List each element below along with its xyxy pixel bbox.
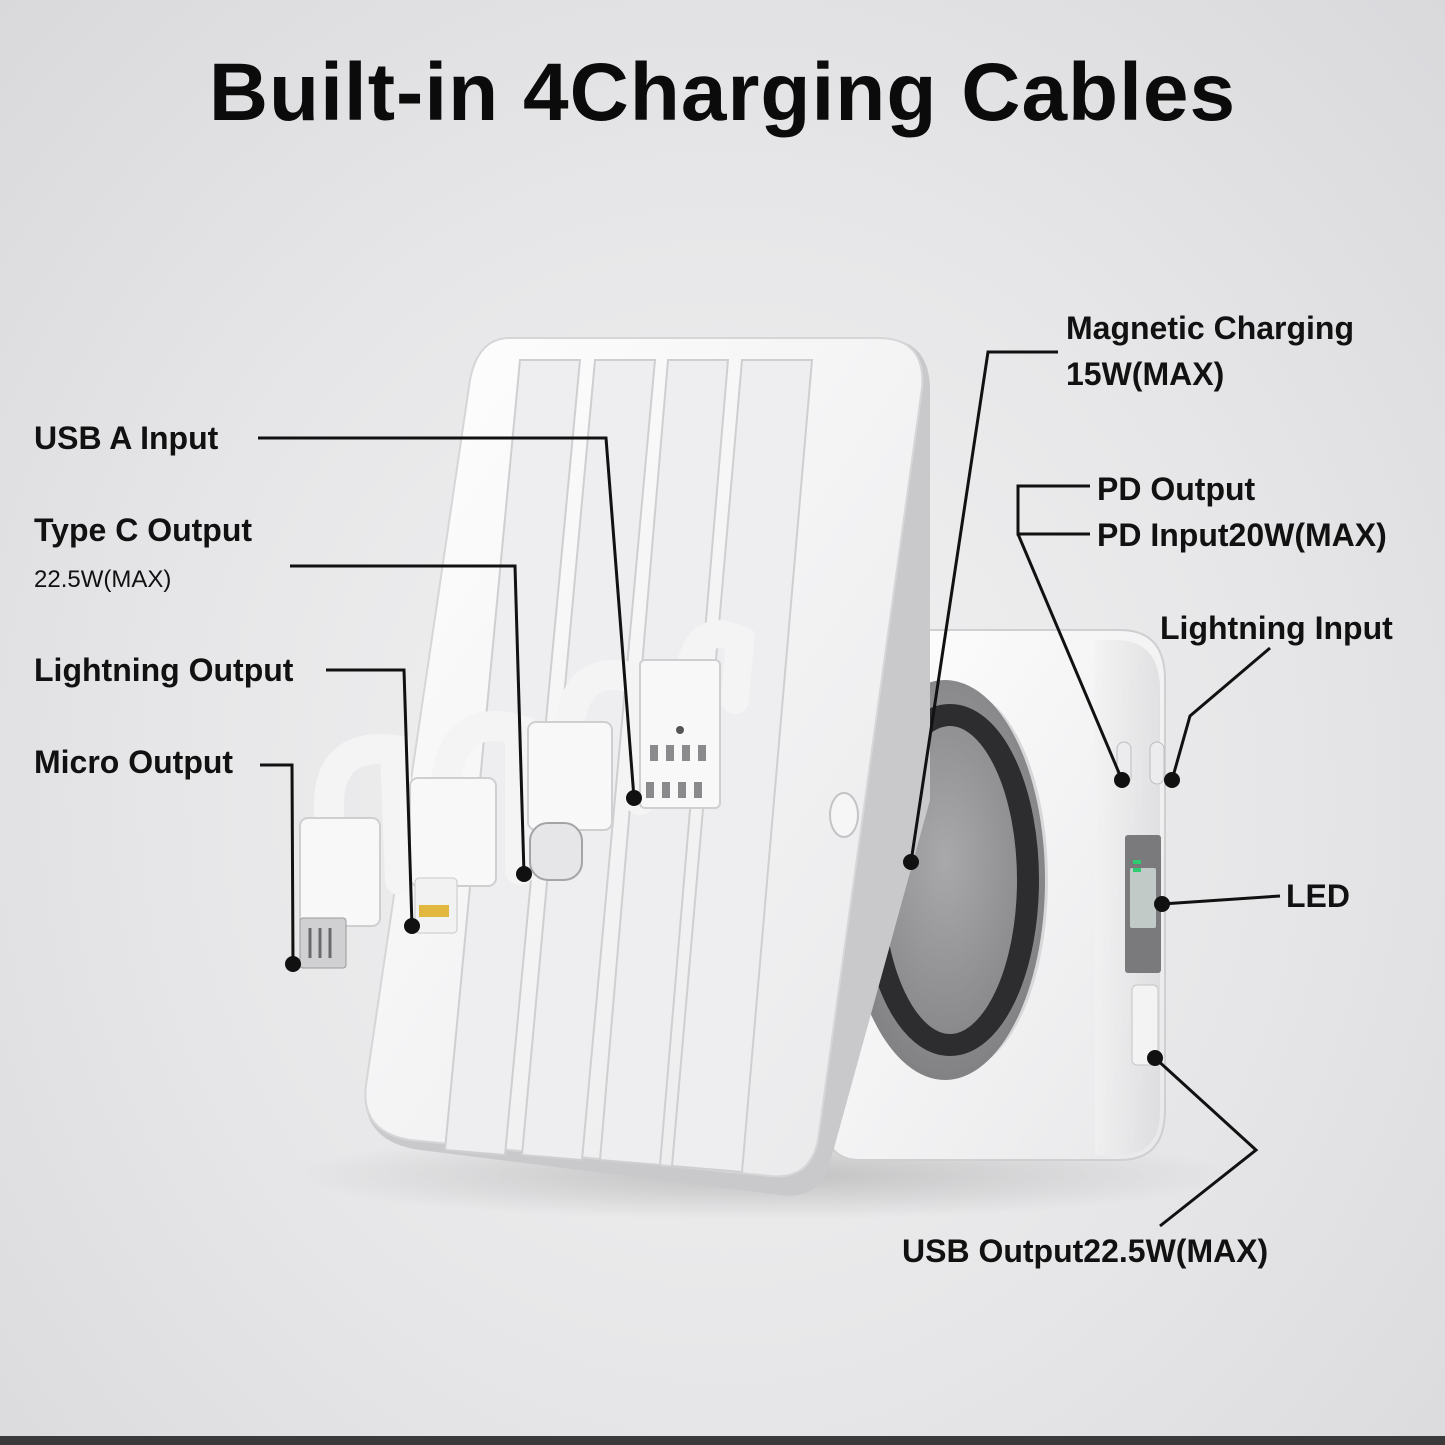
led-label: LED: [1286, 878, 1350, 914]
lightning-output-label: Lightning Output: [34, 652, 294, 688]
front-power-bank: [299, 337, 931, 1196]
lightning-input-label: Lightning Input: [1160, 610, 1393, 646]
usb-a-input-label: USB A Input: [34, 420, 219, 456]
usb-output-port: [1131, 984, 1159, 1066]
lightning-connector: [409, 777, 497, 887]
pd-output-label: PD Output: [1097, 471, 1256, 507]
micro-output-label: Micro Output: [34, 744, 234, 780]
page-title: Built-in 4Charging Cables: [208, 47, 1237, 138]
micro-usb-connector: [299, 817, 381, 927]
micro-output-leader: [260, 763, 295, 965]
magnetic-charging-label: Magnetic Charging: [1066, 310, 1355, 346]
type-c-output-leader: [290, 564, 526, 875]
usb-output-label: USB Output22.5W(MAX): [902, 1233, 1269, 1269]
usb-output-leader: [1153, 1056, 1259, 1228]
leader-lines: [258, 350, 1281, 1228]
lightning-input-port: [1149, 741, 1165, 785]
pd-port-leader: [1016, 533, 1124, 781]
pd-input-label: PD Input20W(MAX): [1097, 517, 1387, 553]
leader-dots: [285, 772, 1180, 1066]
lightning-output-leader: [326, 668, 414, 927]
type-c-output-power-label: 22.5W(MAX): [34, 566, 172, 593]
pd-bracket-leader: [1016, 484, 1090, 536]
magnetic-charging-leader: [909, 350, 1058, 863]
type-c-output-label: Type C Output: [34, 512, 253, 548]
type-c-connector: [527, 721, 613, 831]
magnetic-charging-power-label: 15W(MAX): [1066, 356, 1225, 392]
lightning-input-leader: [1170, 646, 1271, 781]
bottom-bar: [0, 1436, 1445, 1445]
usb-a-input-leader: [258, 436, 636, 799]
led-leader: [1161, 894, 1281, 906]
